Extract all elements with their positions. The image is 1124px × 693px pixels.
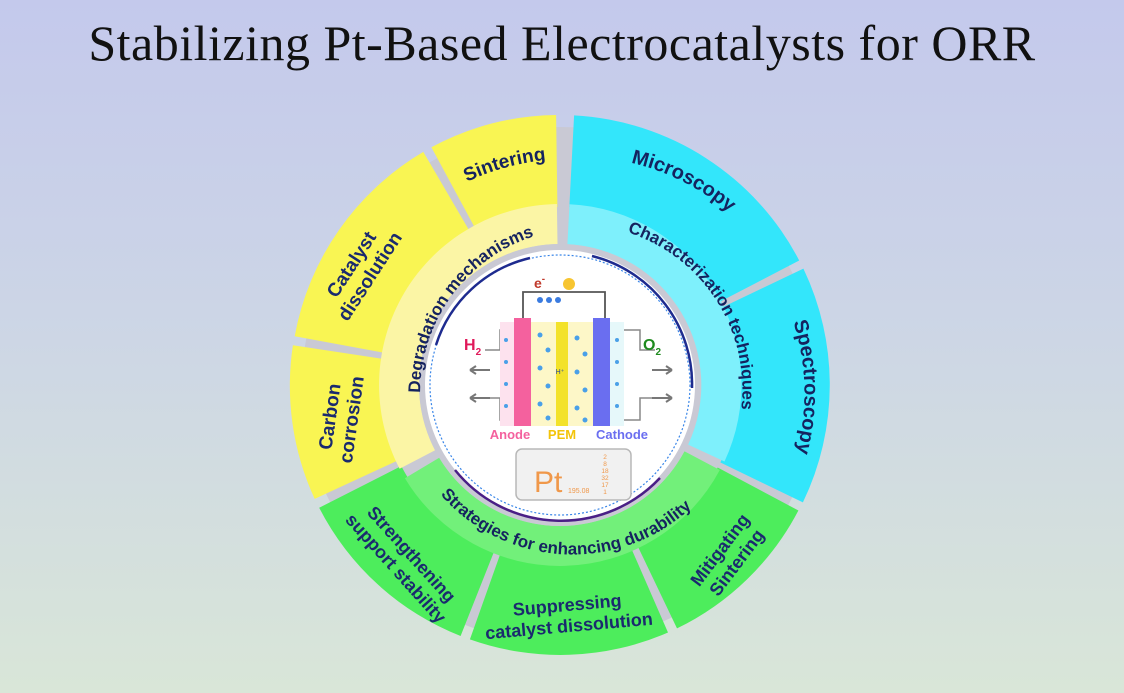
segment-characterization-techniques <box>567 204 742 462</box>
center-dotted-circle <box>429 254 691 516</box>
electron-dot <box>537 297 543 303</box>
anode-arrow-icon <box>469 393 490 403</box>
svg-text:8: 8 <box>603 461 607 468</box>
segment-sintering <box>431 115 558 229</box>
svg-text:32: 32 <box>601 475 609 482</box>
center-arc-accent-right <box>591 254 694 389</box>
cathode-label: Cathode <box>596 427 648 442</box>
cathode-gas-channel <box>617 329 655 351</box>
o2-label: O2 <box>643 337 661 358</box>
electron-dot <box>555 297 561 303</box>
cathode-diffusion-layer <box>610 322 624 426</box>
cathode-electrode <box>593 318 610 426</box>
bulb-icon <box>563 278 575 290</box>
h2-label: H2 <box>464 337 482 358</box>
electron-dot <box>546 297 552 303</box>
cathode-gas-channel <box>617 397 655 421</box>
svg-text:2: 2 <box>603 454 607 461</box>
pt-electron-shells: 2 8 18 32 17 1 <box>601 454 609 496</box>
pem-membrane <box>556 322 568 426</box>
proton-label: H⁺ <box>556 369 565 376</box>
proton-dots <box>504 332 619 423</box>
center-arc-accent-bottom <box>454 469 661 522</box>
segment-carbon-corrosion <box>289 345 399 499</box>
anode-electrode <box>514 318 531 426</box>
center-arc-accent-left <box>434 256 531 346</box>
pt-symbol: Pt <box>534 466 563 499</box>
cathode-arrow-icon <box>652 393 673 403</box>
segment-spectroscopy <box>720 268 830 503</box>
svg-text:17: 17 <box>601 482 609 489</box>
pt-element-tile: Pt 195.08 2 8 18 32 17 1 <box>515 448 632 501</box>
page-title: Stabilizing Pt-Based Electrocatalysts fo… <box>88 15 1036 71</box>
segment-catalyst-dissolution <box>294 151 470 353</box>
pt-tile-background <box>515 448 632 501</box>
segment-suppressing-dissolution <box>469 548 668 655</box>
anode-arrow-icon <box>469 365 490 375</box>
anode-label: Anode <box>490 427 530 442</box>
pt-atomic-mass: 195.08 <box>568 488 590 495</box>
svg-text:1: 1 <box>603 489 607 496</box>
segment-strengthening-support <box>319 466 495 636</box>
external-circuit-wire <box>522 291 606 318</box>
segment-degradation-mechanisms <box>379 204 558 469</box>
pem-label: PEM <box>548 427 576 442</box>
svg-text:18: 18 <box>601 468 609 475</box>
electron-label: e- <box>534 274 545 291</box>
anode-diffusion-layer <box>500 322 514 426</box>
segment-microscopy <box>569 115 800 303</box>
fuel-cell-schematic: e- H⁺ H2 O2 Anode PEM Ca <box>464 274 673 442</box>
cathode-arrow-icon <box>652 365 673 375</box>
segment-strategies-durability <box>404 451 720 566</box>
